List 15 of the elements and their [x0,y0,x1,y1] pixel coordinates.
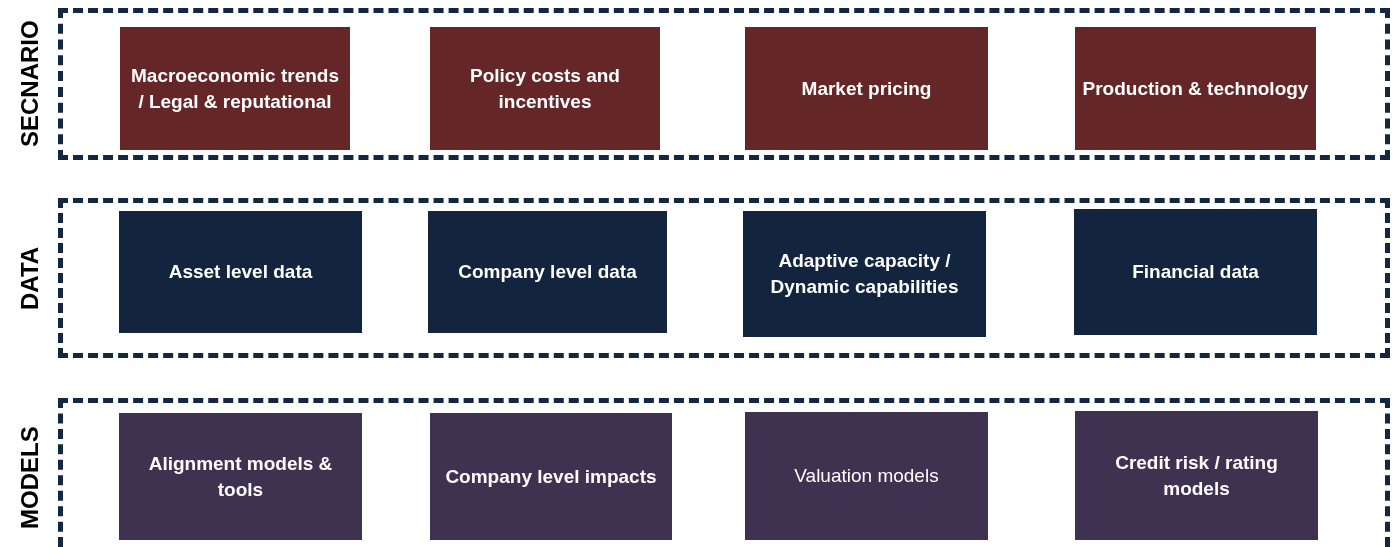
row-heading: DATA [16,246,44,310]
category-box: Company level data [428,211,667,333]
category-box: Macroeconomic trends / Legal & reputational [120,27,350,150]
category-box: Alignment models & tools [119,413,362,540]
row-heading: MODELS [16,426,44,530]
category-box: Market pricing [745,27,988,150]
category-box: Valuation models [745,412,988,540]
category-box: Policy costs and incentives [430,27,660,150]
category-box: Company level impacts [430,413,672,540]
category-box: Financial data [1074,209,1317,335]
category-box: Adaptive capacity / Dynamic capabilities [743,211,986,337]
row-heading: SECNARIO [16,20,44,148]
category-box: Asset level data [119,211,362,333]
category-box: Credit risk / rating models [1075,411,1318,540]
category-box: Production & technology [1075,27,1316,150]
